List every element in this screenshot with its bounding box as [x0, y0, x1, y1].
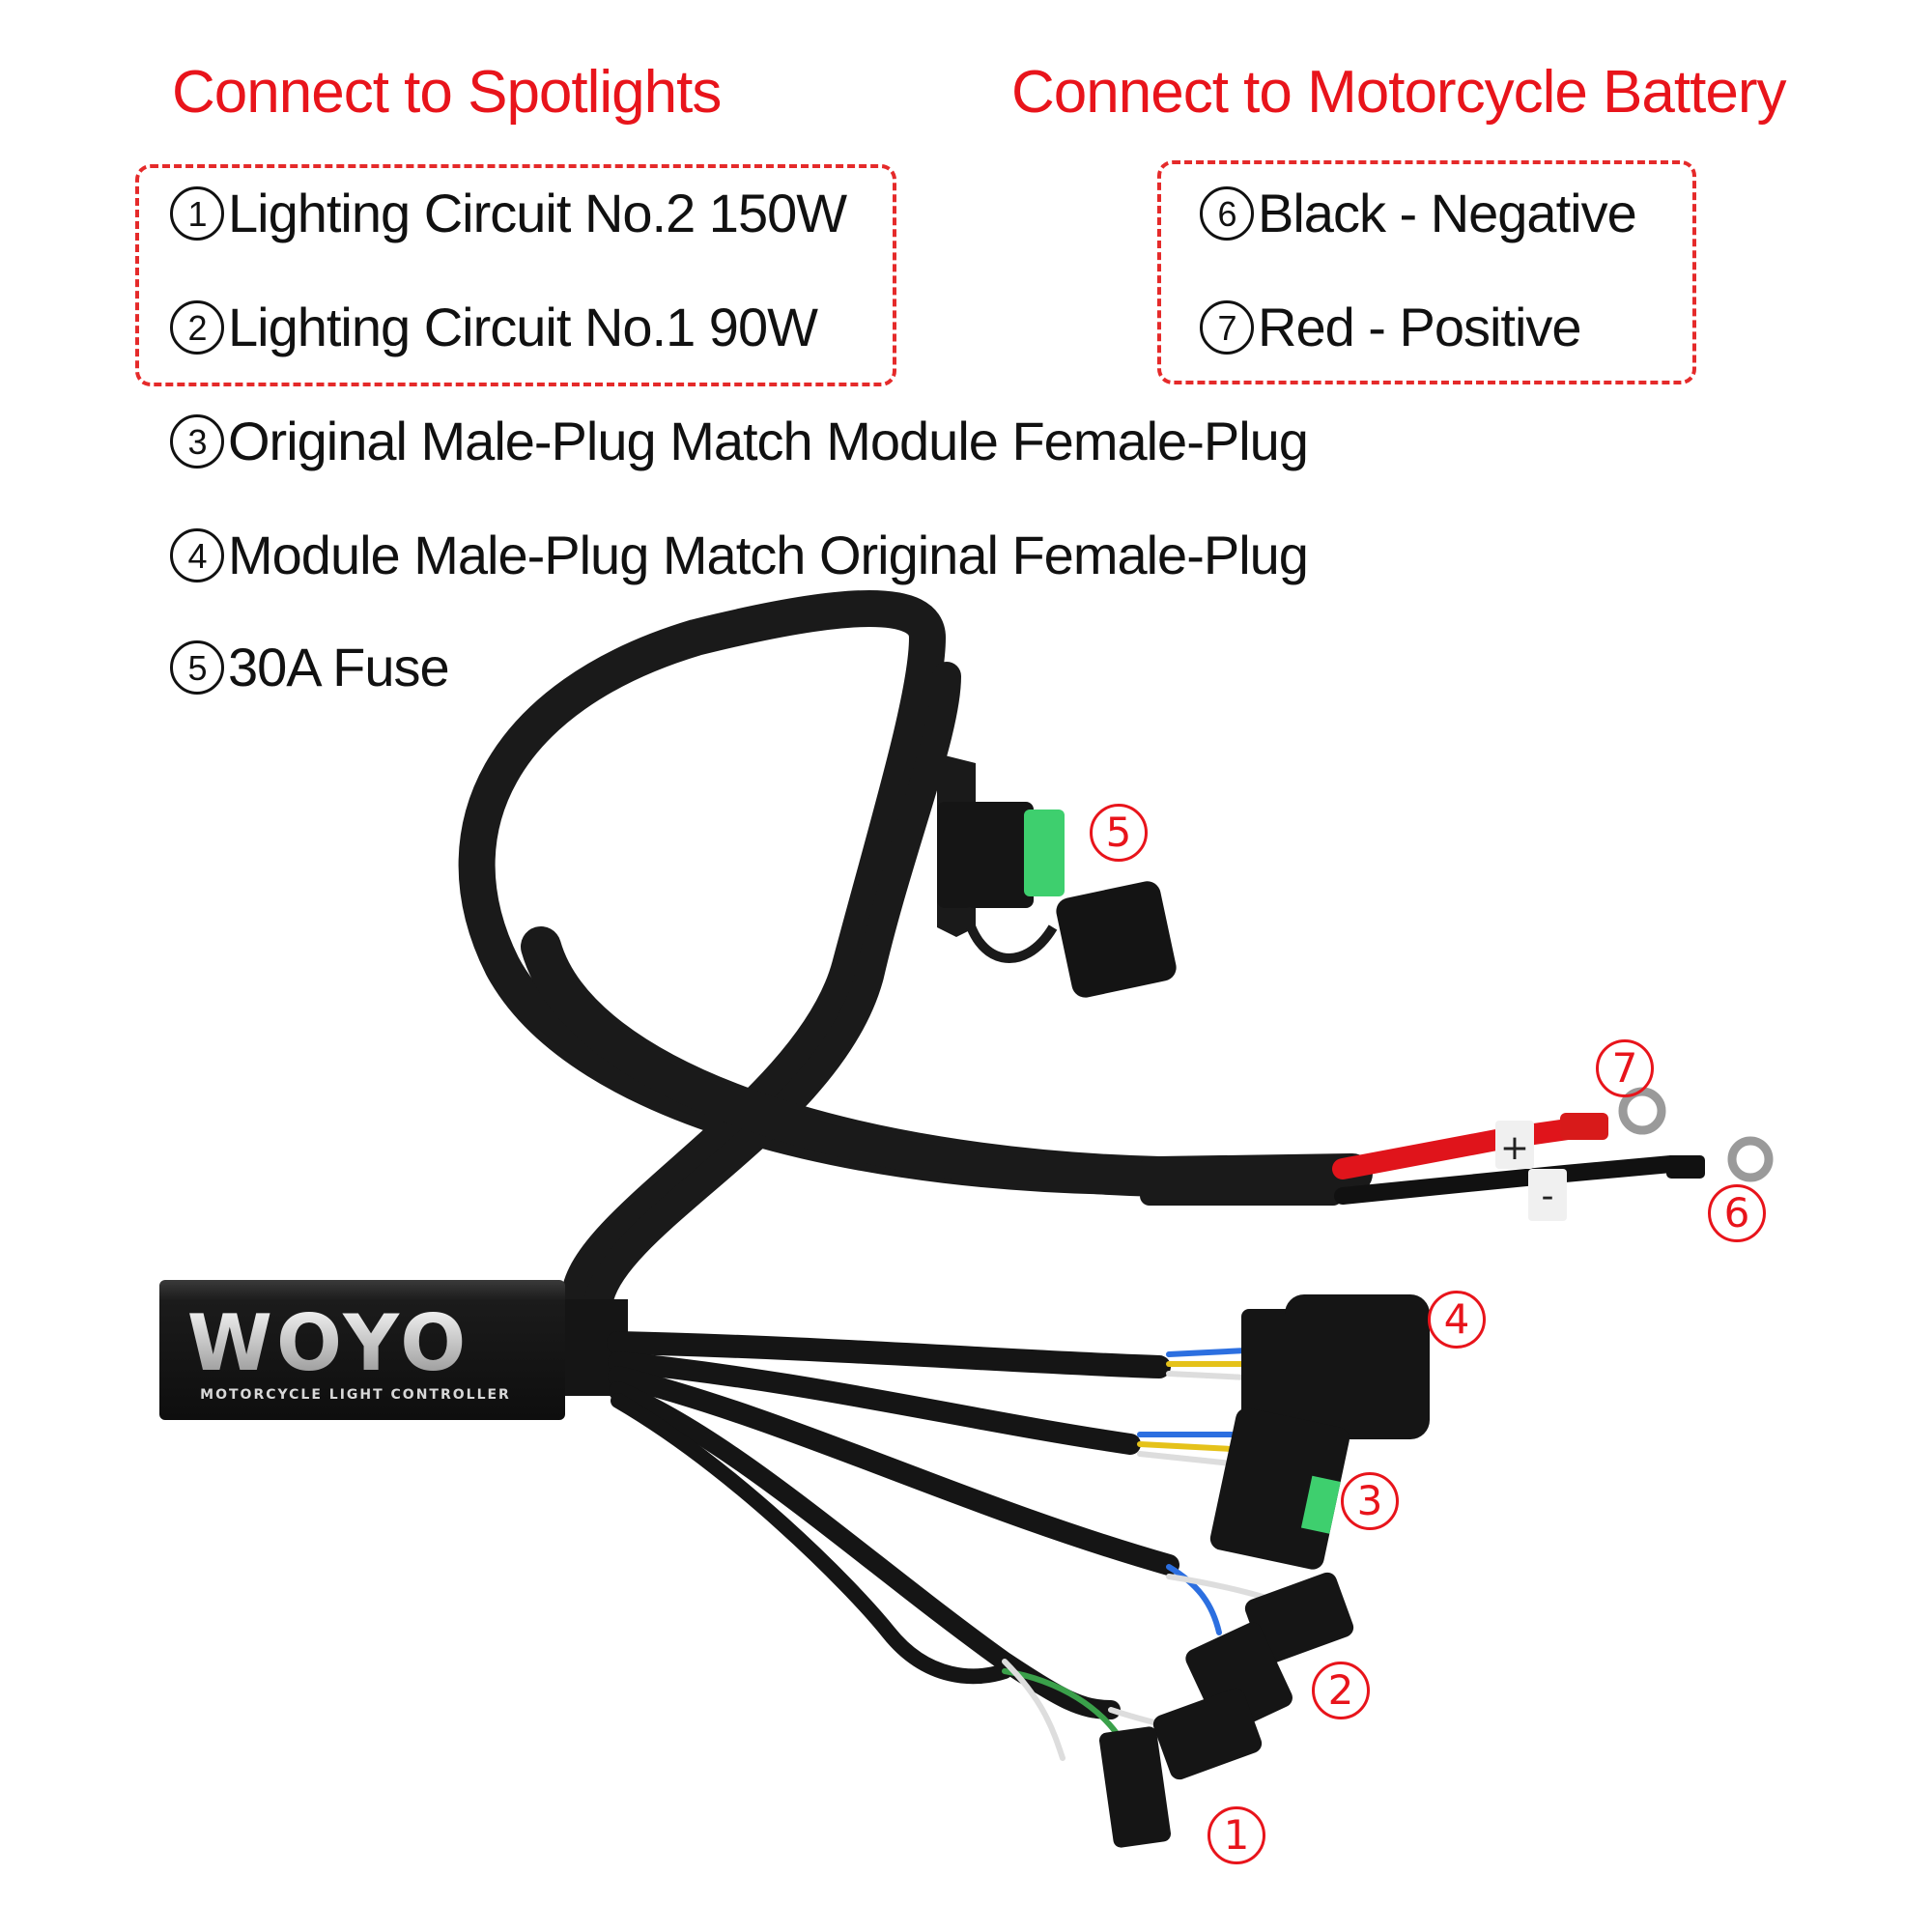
- legend-number-4: 4: [170, 528, 224, 583]
- red-positive-wire: [1332, 1118, 1585, 1179]
- colored-wires: [1002, 1348, 1288, 1761]
- callout-7: 7: [1596, 1039, 1654, 1097]
- controller-subtitle: MOTORCYCLE LIGHT CONTROLLER: [200, 1387, 511, 1403]
- heading-battery: Connect to Motorcycle Battery: [1011, 59, 1786, 126]
- negative-tag: [1528, 1169, 1567, 1221]
- battery-group-box: [1157, 160, 1696, 384]
- legend-number-7: 7: [1200, 300, 1254, 355]
- legend-number-6: 6: [1200, 186, 1254, 242]
- braided-loop-cable: [458, 590, 1373, 1322]
- legend-text-5: 30A Fuse: [228, 637, 450, 697]
- callout-5: 5: [1090, 804, 1148, 862]
- legend-text-3: Original Male-Plug Match Module Female-P…: [228, 411, 1309, 471]
- fuse-icon: [1024, 810, 1065, 896]
- legend-number-3: 3: [170, 414, 224, 469]
- positive-tag: [1495, 1121, 1534, 1169]
- legend-text-2: Lighting Circuit No.1 90W: [228, 297, 818, 357]
- branch-cables: [607, 1331, 1179, 1719]
- legend-number-1: 1: [170, 186, 224, 242]
- legend-number-2: 2: [170, 300, 224, 355]
- ring-terminal-negative: [1727, 1136, 1774, 1182]
- controller-box: WOYO MOTORCYCLE LIGHT CONTROLLER: [159, 1280, 628, 1420]
- battery-leads: + -: [1140, 1087, 1774, 1221]
- connectors: [1098, 1294, 1430, 1848]
- fuse-holder: [937, 753, 1177, 998]
- callout-6: 6: [1708, 1184, 1766, 1242]
- connector-1-lighting-circuit-2: [1098, 1688, 1263, 1848]
- callout-4: 4: [1428, 1291, 1486, 1349]
- spotlights-group-box: [135, 164, 896, 386]
- positive-mark: +: [1500, 1128, 1529, 1168]
- legend-text-4: Module Male-Plug Match Original Female-P…: [228, 525, 1309, 585]
- connector-3-female-plug: [1209, 1407, 1350, 1570]
- legend-text-6: Black - Negative: [1258, 183, 1637, 243]
- callout-1: 1: [1208, 1806, 1265, 1864]
- callout-3: 3: [1341, 1472, 1399, 1530]
- legend-text-1: Lighting Circuit No.2 150W: [228, 183, 847, 243]
- fuse-cap: [1056, 881, 1177, 998]
- heading-spotlights: Connect to Spotlights: [172, 59, 722, 126]
- woyo-logo: WOYO: [187, 1298, 469, 1388]
- connector-4-male-plug: [1241, 1294, 1430, 1439]
- ring-terminal-positive: [1618, 1087, 1666, 1135]
- legend-text-7: Red - Positive: [1258, 297, 1582, 357]
- callout-2: 2: [1312, 1662, 1370, 1719]
- negative-mark: -: [1542, 1177, 1554, 1216]
- legend-number-5: 5: [170, 640, 224, 696]
